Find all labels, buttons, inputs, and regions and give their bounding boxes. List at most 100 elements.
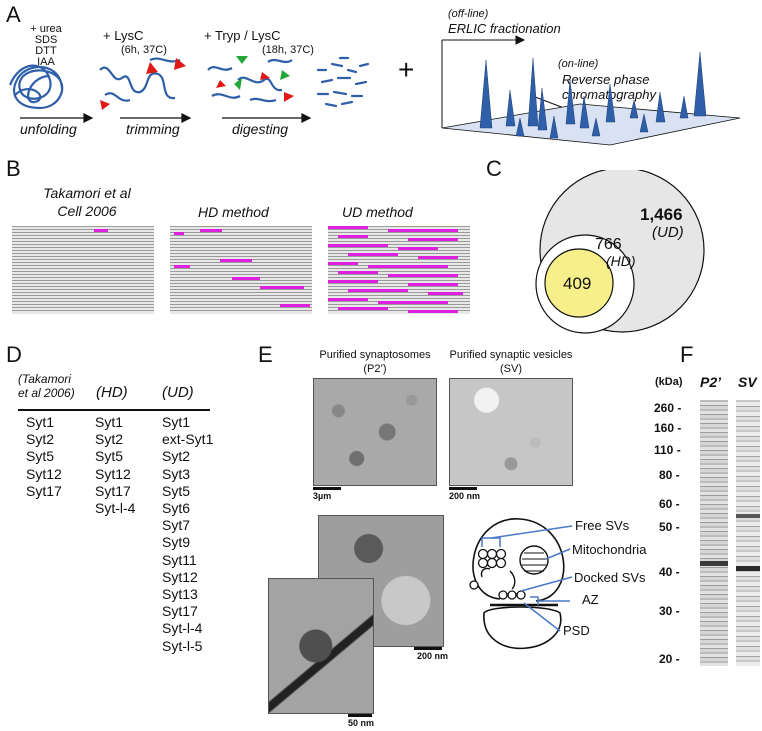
syt-column-takamori: Syt1 Syt2 Syt5 Syt12 Syt17 bbox=[26, 414, 62, 500]
coverage-hit bbox=[418, 256, 458, 259]
em-title-vesicles-line2: (SV) bbox=[500, 363, 522, 375]
em-image-vesicles bbox=[449, 378, 573, 486]
coverage-row bbox=[328, 286, 470, 287]
em-image-synaptosomes bbox=[313, 378, 437, 486]
postsynaptic-terminal bbox=[483, 606, 562, 650]
gel-band-sv-mid bbox=[736, 514, 760, 518]
coverage-row bbox=[12, 247, 154, 248]
coverage-row bbox=[328, 262, 470, 263]
coverage-hit bbox=[220, 259, 252, 262]
coverage-hit bbox=[408, 238, 458, 241]
lysc-enzyme-icons bbox=[100, 58, 186, 110]
venn-core-circle bbox=[544, 248, 614, 318]
reagent-sds: SDS bbox=[34, 34, 58, 46]
gel-marker: 260 - bbox=[654, 401, 682, 415]
syt-item: Syt-l-4 bbox=[162, 620, 203, 637]
coverage-hit bbox=[348, 289, 408, 292]
coverage-row bbox=[12, 226, 154, 227]
coverage-hit bbox=[328, 262, 358, 265]
table-rule bbox=[18, 409, 210, 411]
stage-unfolding: unfolding bbox=[20, 121, 77, 137]
coverage-row bbox=[328, 253, 470, 254]
peptide-fragments-icon bbox=[316, 56, 370, 108]
label-mitochondria: Mitochondria bbox=[572, 542, 647, 557]
label-psd: PSD bbox=[563, 623, 590, 638]
coverage-hit bbox=[378, 301, 448, 304]
syt-column-hd: Syt1 Syt2 Syt5 Syt12 Syt17 Syt-l-4 bbox=[95, 414, 135, 517]
gel-marker: 50 - bbox=[659, 520, 680, 534]
coverage-row bbox=[12, 295, 154, 296]
venn-core-count: 409 bbox=[563, 274, 592, 293]
scale-bar-4 bbox=[348, 714, 372, 717]
coverage-row bbox=[170, 280, 312, 281]
lysc-enzyme-icons-2 bbox=[216, 72, 294, 102]
scale-label-1: 3µm bbox=[313, 491, 332, 501]
unfolded-protein-icon bbox=[99, 57, 181, 102]
gel-band-p2-strong bbox=[700, 561, 728, 566]
coverage-hit bbox=[388, 274, 458, 277]
rp-label-line1: Reverse phase bbox=[562, 72, 650, 87]
gel-marker: 160 - bbox=[654, 421, 682, 435]
syt-item: Syt3 bbox=[162, 465, 191, 482]
scale-bar-1 bbox=[313, 487, 341, 490]
coverage-hit bbox=[398, 247, 438, 250]
coverage-row bbox=[328, 226, 470, 227]
coverage-row bbox=[170, 262, 312, 263]
gel-lane-label-p2: P2’ bbox=[700, 374, 722, 390]
syt-item: Syt13 bbox=[162, 586, 198, 603]
coverage-row bbox=[328, 283, 470, 284]
coverage-hit bbox=[328, 244, 388, 247]
coverage-hit bbox=[338, 235, 368, 238]
coverage-row bbox=[170, 247, 312, 248]
coverage-row bbox=[328, 307, 470, 308]
syt-item: ext-Syt1 bbox=[162, 431, 214, 448]
coverage-row bbox=[12, 256, 154, 257]
syt-item: Syt17 bbox=[95, 482, 131, 499]
coverage-hit bbox=[280, 304, 310, 307]
venn-ud-count: 1,466 bbox=[640, 205, 683, 224]
coverage-row bbox=[328, 235, 470, 236]
coverage-row bbox=[328, 292, 470, 293]
coverage-row bbox=[328, 304, 470, 305]
coverage-hit bbox=[174, 232, 184, 235]
gel-band-sv-strong bbox=[736, 566, 760, 571]
trypsin-enzyme-icons bbox=[234, 56, 290, 90]
coverage-row bbox=[12, 307, 154, 308]
gel-marker: 30 - bbox=[659, 604, 680, 618]
coverage-map-hd bbox=[170, 226, 312, 314]
em-title-synaptosomes-line2: (P2’) bbox=[363, 363, 387, 375]
chromatography-3d-plot bbox=[441, 35, 741, 146]
coverage-row bbox=[12, 250, 154, 251]
panel-letter-d: D bbox=[6, 342, 22, 367]
coverage-hit bbox=[348, 253, 398, 256]
coverage-title-hd: HD method bbox=[198, 204, 269, 220]
label-docked-svs: Docked SVs bbox=[574, 570, 646, 585]
coverage-row bbox=[328, 250, 470, 251]
digestion-workflow-illustration bbox=[8, 56, 370, 123]
syt-item: Syt2 bbox=[26, 431, 55, 448]
table-head-takamori-line2: et al 2006) bbox=[18, 386, 75, 400]
table-head-takamori: (Takamori et al 2006) bbox=[18, 372, 75, 400]
coverage-row bbox=[328, 241, 470, 242]
gel-lane-sv bbox=[736, 400, 760, 666]
trimmed-protein-icon bbox=[207, 58, 293, 103]
coverage-hit bbox=[260, 286, 304, 289]
coverage-hit bbox=[408, 283, 458, 286]
coverage-hit bbox=[388, 229, 458, 232]
coverage-row bbox=[170, 271, 312, 272]
table-head-takamori-line1: (Takamori bbox=[18, 372, 71, 386]
coverage-row bbox=[12, 262, 154, 263]
coverage-row bbox=[328, 280, 470, 281]
syt-item: Syt1 bbox=[95, 414, 124, 430]
coverage-row bbox=[328, 244, 470, 245]
coverage-row bbox=[170, 304, 312, 305]
coverage-hit bbox=[328, 280, 378, 283]
vesicle-cycle-arrows bbox=[480, 567, 516, 590]
stage-digesting: digesting bbox=[232, 121, 289, 137]
coverage-row bbox=[170, 238, 312, 239]
coverage-row bbox=[328, 238, 470, 239]
panel-letter-b: B bbox=[6, 156, 21, 181]
panel-letter-e: E bbox=[258, 342, 273, 367]
venn-diagram bbox=[535, 170, 705, 334]
em-title-vesicles: Purified synaptic vesicles (SV) bbox=[440, 348, 582, 376]
